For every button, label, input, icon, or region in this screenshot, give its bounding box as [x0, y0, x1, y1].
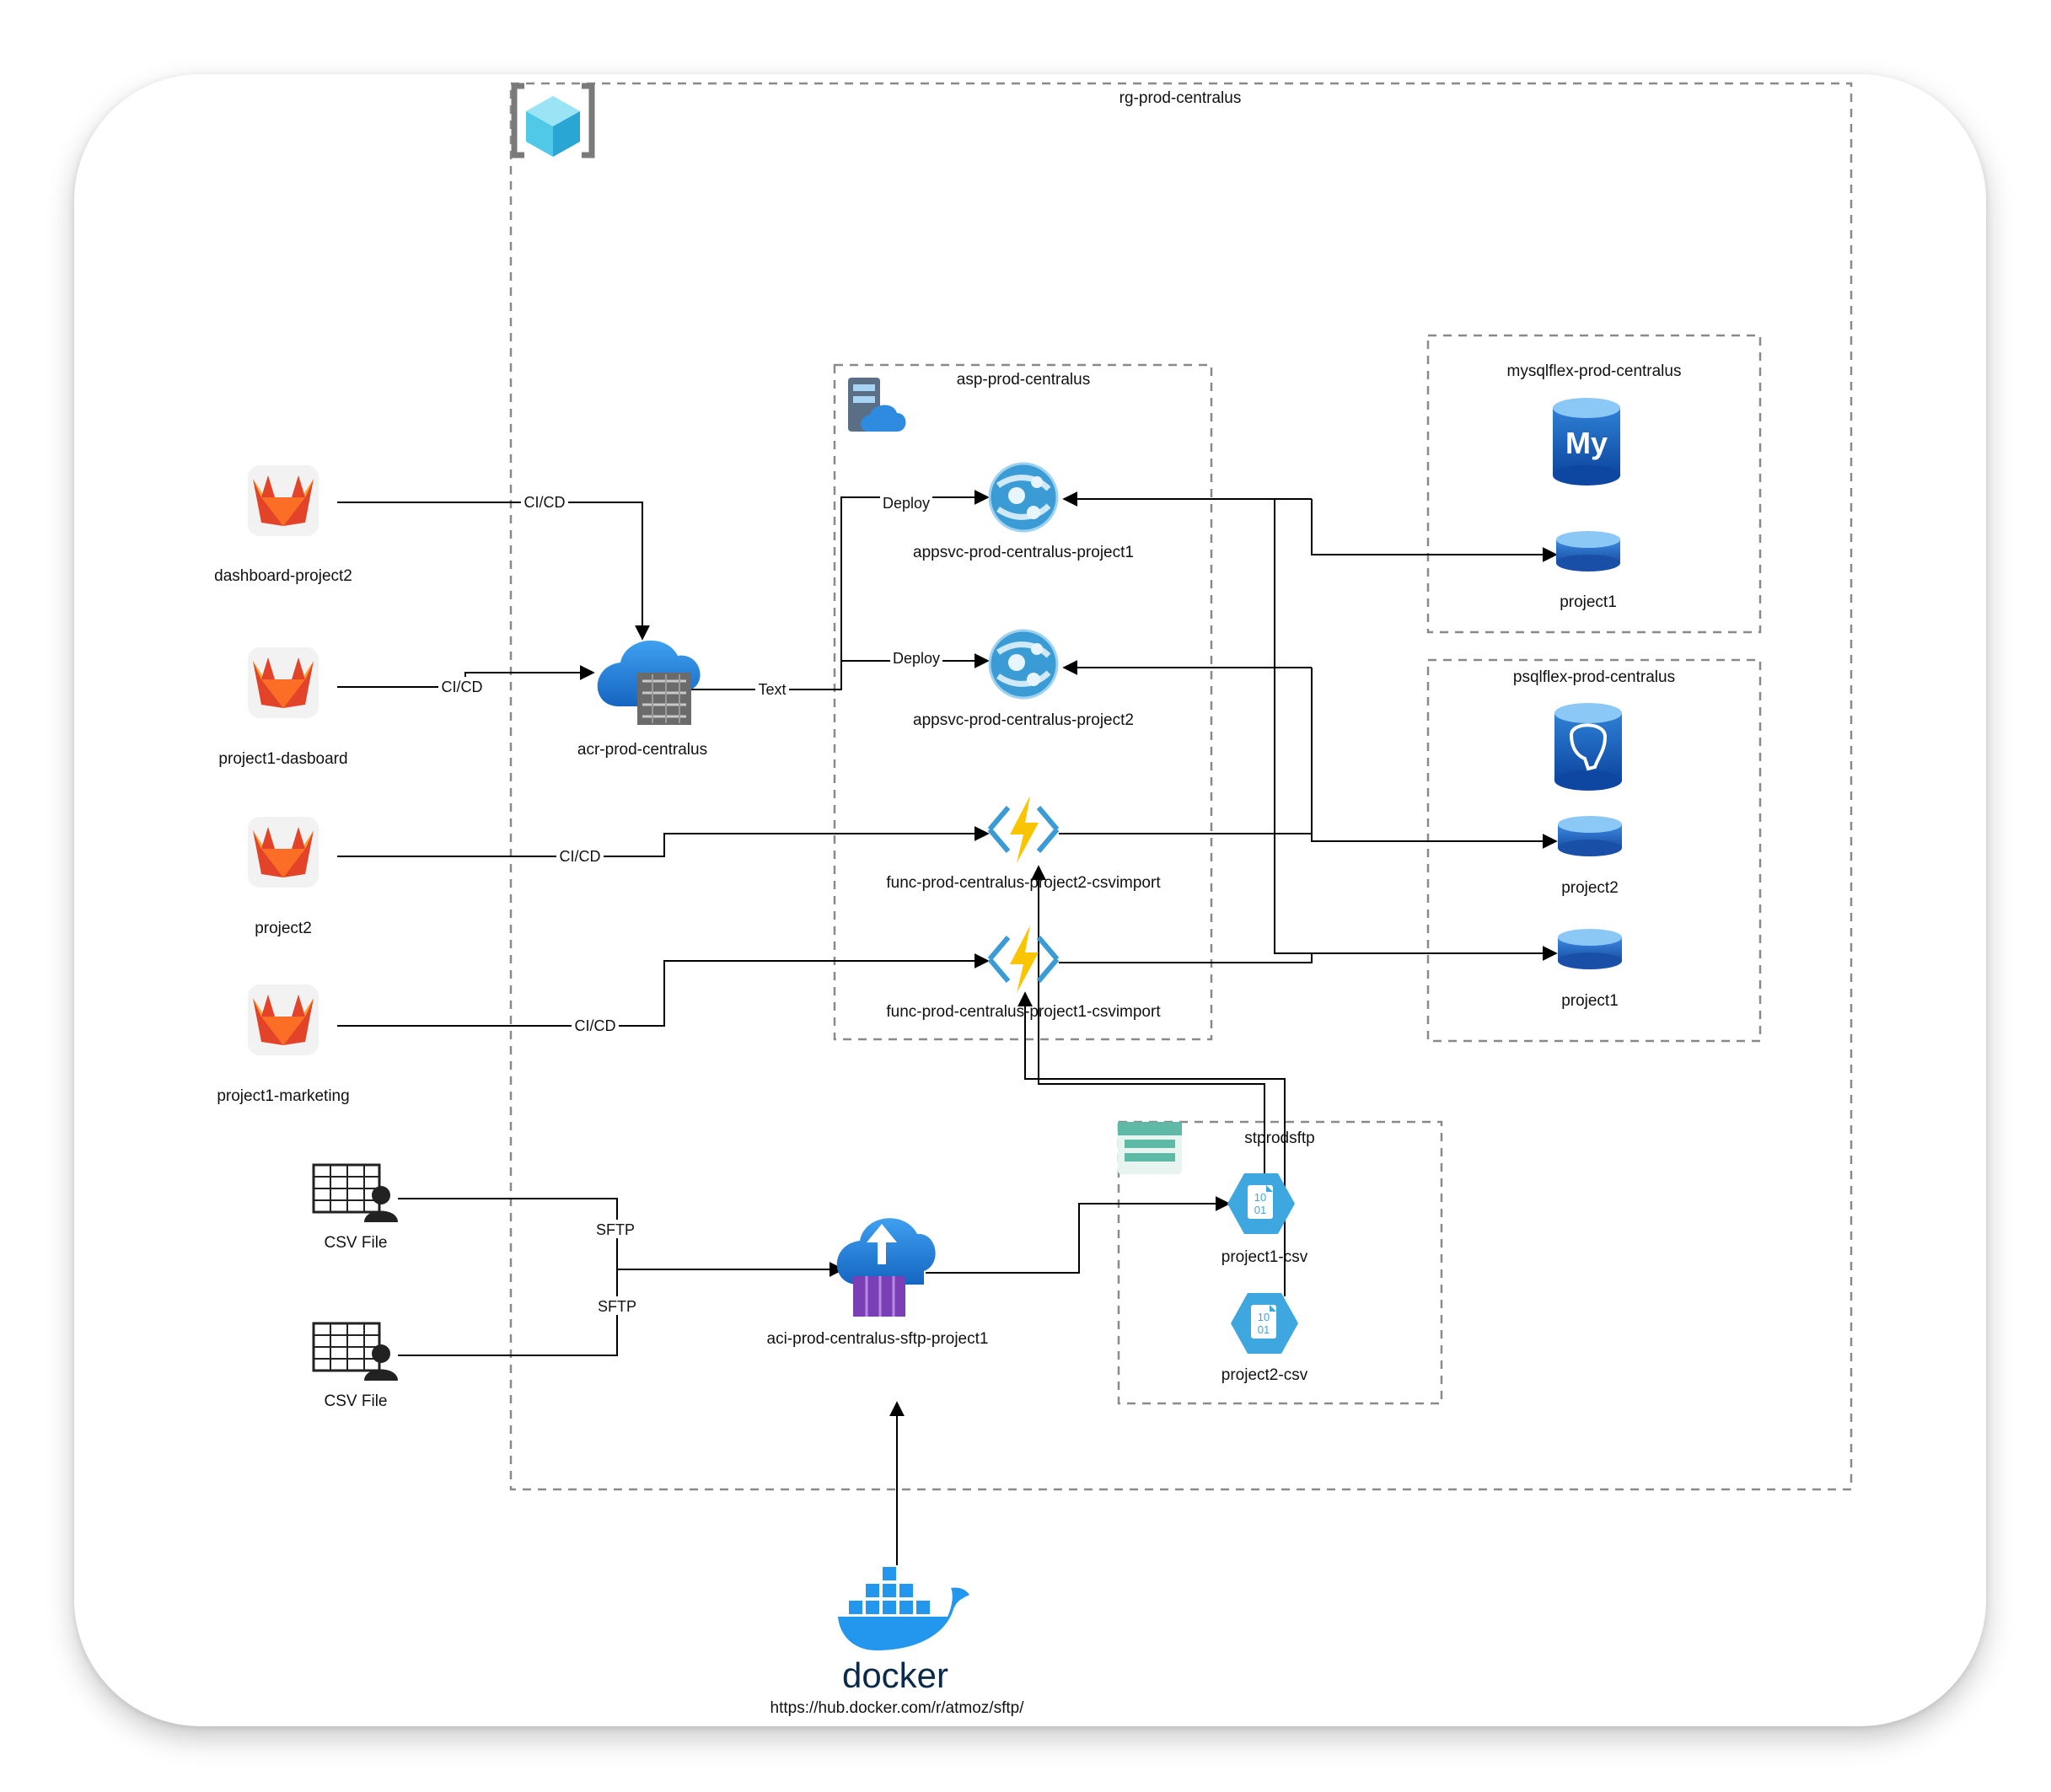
- function-node-project1-csvimport[interactable]: func-prod-centralus-project1-csvimport: [886, 926, 1161, 1021]
- edge-label-cicd-4: CI/CD: [575, 1017, 616, 1034]
- storage-group-title: stprodsftp: [1244, 1129, 1314, 1147]
- edge-app1-to-psql-project1: [1274, 499, 1558, 961]
- database-icon: [1558, 816, 1622, 856]
- function-label: func-prod-centralus-project1-csvimport: [886, 1003, 1161, 1021]
- asp-group-title: asp-prod-centralus: [957, 371, 1090, 389]
- edge-aci-to-blob1: [926, 1196, 1231, 1274]
- edge-app1-to-mysql: [1311, 499, 1558, 562]
- blob-label: project1-csv: [1221, 1248, 1308, 1266]
- edge-label-sftp-2: SFTP: [598, 1298, 636, 1315]
- db-label: project1: [1560, 593, 1617, 611]
- gitlab-node-dashboard-project2[interactable]: dashboard-project2: [214, 465, 352, 585]
- edge-label-cicd-3: CI/CD: [560, 848, 601, 865]
- edge-label-text: Text: [758, 681, 786, 698]
- blob-label: project2-csv: [1221, 1366, 1308, 1384]
- edge-label-cicd-2: CI/CD: [442, 679, 483, 695]
- container-instance-icon: [836, 1218, 936, 1317]
- aci-node[interactable]: aci-prod-centralus-sftp-project1: [767, 1218, 989, 1348]
- gitlab-node-project1-dasboard[interactable]: project1-dasboard: [218, 647, 348, 768]
- diagram-card: [74, 74, 1986, 1726]
- edge-cicd-marketing-to-func1: [337, 953, 990, 1027]
- psqlflex-group: [1426, 658, 1762, 1043]
- edge-label-cicd-1: CI/CD: [524, 494, 566, 511]
- gitlab-icon: [248, 817, 319, 888]
- blob-icon: [1231, 1293, 1298, 1354]
- gitlab-icon: [248, 985, 319, 1055]
- docker-icon: [838, 1565, 969, 1650]
- aci-label: aci-prod-centralus-sftp-project1: [767, 1330, 989, 1348]
- gitlab-icon: [248, 465, 319, 536]
- edge-label-sftp-1: SFTP: [596, 1221, 635, 1238]
- gitlab-label: project1-marketing: [217, 1087, 349, 1105]
- gitlab-node-project1-marketing[interactable]: project1-marketing: [217, 985, 350, 1105]
- edge-sftp-csv2-to-aci: [398, 1269, 618, 1356]
- blob-node-project1-csv[interactable]: project1-csv: [1221, 1173, 1308, 1266]
- storage-account-icon: [1118, 1122, 1182, 1174]
- app-service-icon: [990, 464, 1057, 531]
- stprodsftp-group: [1117, 1120, 1443, 1405]
- function-label: func-prod-centralus-project2-csvimport: [886, 874, 1161, 892]
- psql-db-project2[interactable]: project2: [1558, 816, 1622, 897]
- asp-prod-centralus-group: [833, 363, 1213, 1041]
- function-app-icon: [990, 926, 1057, 993]
- blob-node-project2-csv[interactable]: project2-csv: [1221, 1293, 1308, 1384]
- edge-label-deploy-2: Deploy: [893, 650, 940, 667]
- acr-node[interactable]: acr-prod-centralus: [577, 640, 707, 759]
- edge-blob1-to-func2: [1031, 865, 1265, 1212]
- function-app-icon: [990, 796, 1057, 863]
- db-label: project2: [1561, 879, 1619, 897]
- db-label: project1: [1561, 992, 1619, 1010]
- docker-url[interactable]: https://hub.docker.com/r/atmoz/sftp/: [770, 1699, 1025, 1717]
- edge-cicd-dashboard-to-acr: [337, 502, 650, 641]
- gitlab-node-project2[interactable]: project2: [248, 817, 319, 937]
- acr-label: acr-prod-centralus: [577, 741, 707, 759]
- gitlab-label: dashboard-project2: [214, 567, 352, 585]
- csv-label: CSV File: [325, 1234, 388, 1252]
- csv-file-icon: [312, 1322, 400, 1382]
- database-icon: [1556, 531, 1620, 571]
- csv-file-node-2[interactable]: CSV File: [312, 1322, 400, 1410]
- docker-wordmark: docker: [842, 1655, 948, 1695]
- resource-group-icon: [511, 83, 595, 158]
- edge-app2-to-psql-project2: [1311, 668, 1558, 849]
- app-service-plan-icon: [848, 378, 906, 432]
- edge-func1-to-psql: [1059, 953, 1313, 963]
- gitlab-label: project1-dasboard: [218, 750, 347, 768]
- rg-prod-centralus-group: [509, 82, 1853, 1491]
- docker-node[interactable]: docker https://hub.docker.com/r/atmoz/sf…: [770, 1565, 1025, 1717]
- mysqlflex-group: [1426, 334, 1762, 634]
- container-registry-icon: [597, 640, 701, 725]
- rg-group-title: rg-prod-centralus: [1119, 89, 1242, 107]
- psql-group-title: psqlflex-prod-centralus: [1513, 668, 1675, 686]
- csv-file-node-1[interactable]: CSV File: [312, 1163, 400, 1252]
- mysql-group-title: mysqlflex-prod-centralus: [1507, 362, 1682, 380]
- gitlab-icon: [248, 647, 319, 718]
- psql-db-project1[interactable]: project1: [1558, 929, 1622, 1010]
- app-service-icon: [990, 630, 1057, 698]
- database-icon: [1558, 929, 1622, 969]
- postgresql-server-icon: [1554, 703, 1622, 791]
- csv-label: CSV File: [325, 1392, 388, 1410]
- function-node-project2-csvimport[interactable]: func-prod-centralus-project2-csvimport: [886, 796, 1161, 892]
- appsvc-node-project2[interactable]: appsvc-prod-centralus-project2: [913, 630, 1134, 729]
- svg-text:My: My: [1565, 426, 1608, 460]
- appsvc-node-project1[interactable]: appsvc-prod-centralus-project1: [913, 464, 1134, 561]
- edge-cicd-project2-to-func2: [337, 826, 990, 857]
- mysql-server-icon: My: [1553, 398, 1620, 486]
- appsvc-label: appsvc-prod-centralus-project1: [913, 544, 1134, 561]
- appsvc-label: appsvc-prod-centralus-project2: [913, 711, 1134, 729]
- gitlab-label: project2: [255, 920, 312, 937]
- mysql-db-project1[interactable]: project1: [1556, 531, 1620, 611]
- edge-label-deploy-1: Deploy: [883, 495, 930, 512]
- csv-file-icon: [312, 1163, 400, 1224]
